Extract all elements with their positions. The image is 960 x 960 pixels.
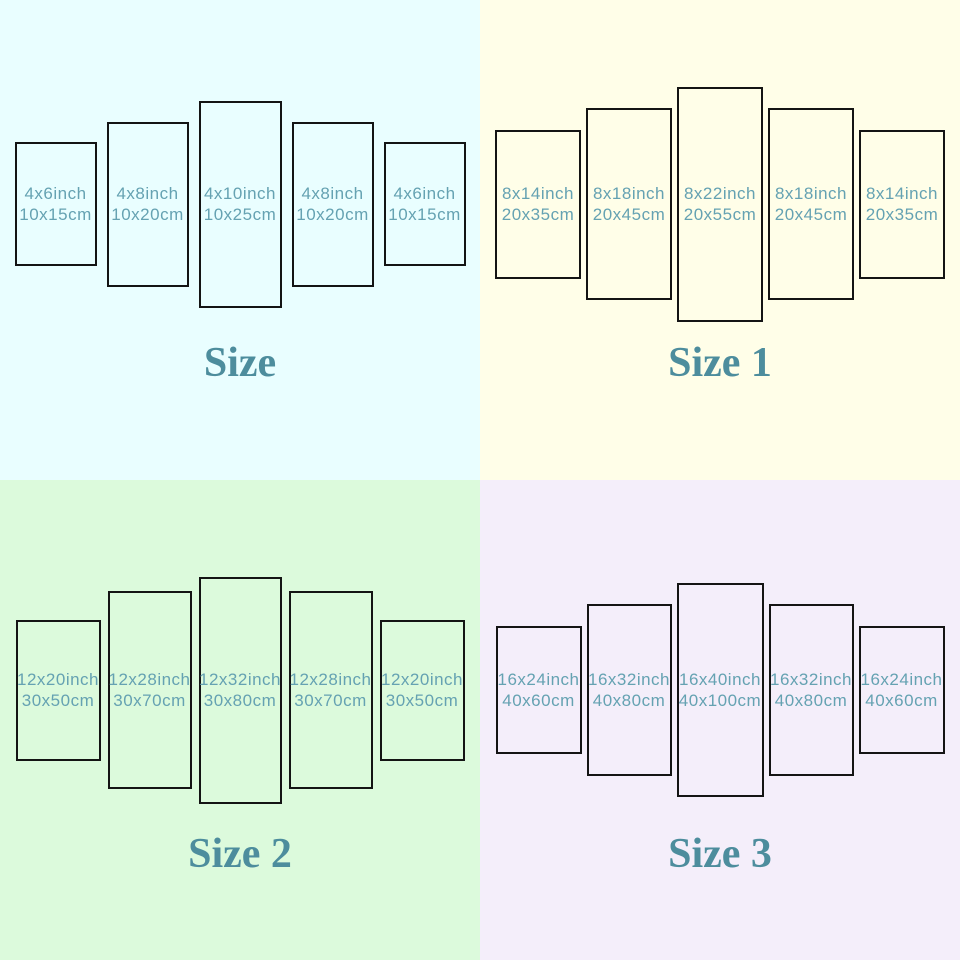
canvas-panel: 16x32inch 40x80cm [586, 604, 672, 776]
canvas-panel: 8x18inch 20x45cm [768, 108, 854, 300]
panel-size-inch: 8x18inch [774, 184, 848, 203]
canvas-panel: 16x24inch 40x60cm [495, 626, 582, 754]
panel-size-cm: 30x50cm [385, 691, 459, 710]
panel-size-inch: 8x14inch [865, 184, 939, 203]
section-title: Size 3 [668, 831, 772, 877]
canvas-panel: 4x6inch 10x15cm [383, 142, 466, 266]
canvas-panel: 4x8inch 10x20cm [291, 121, 374, 287]
panel-size-inch: 12x32inch [199, 670, 282, 689]
canvas-panel: 4x8inch 10x20cm [106, 121, 189, 287]
panel-label: 16x32inch 40x80cm [770, 669, 852, 711]
panel-size-inch: 4x8inch [301, 184, 364, 203]
canvas-panel: 8x14inch 20x35cm [495, 129, 581, 279]
panel-label: 16x24inch 40x60cm [861, 669, 943, 711]
panel-size-cm: 30x70cm [113, 691, 186, 710]
panel-size-cm: 10x20cm [296, 205, 369, 224]
panel-size-cm: 10x20cm [111, 205, 184, 224]
panel-size-inch: 12x28inch [108, 670, 191, 689]
panel-row: 4x6inch 10x15cm 4x8inch 10x20cm 4x10inch… [0, 0, 480, 408]
panel-size-inch: 16x32inch [770, 670, 853, 689]
canvas-panel: 12x20inch 30x50cm [15, 619, 101, 761]
panel-size-cm: 40x80cm [774, 691, 848, 710]
panel-size-cm: 40x100cm [678, 691, 762, 710]
canvas-panel: 12x28inch 30x70cm [107, 591, 192, 789]
panel-size-cm: 20x35cm [501, 205, 575, 224]
canvas-panel: 8x18inch 20x45cm [586, 108, 672, 300]
panel-label: 4x8inch 10x20cm [296, 183, 368, 225]
panel-label: 8x18inch 20x45cm [593, 183, 665, 225]
panel-label: 8x18inch 20x45cm [775, 183, 847, 225]
panel-row: 16x24inch 40x60cm 16x32inch 40x80cm 16x4… [480, 480, 960, 900]
panel-size-cm: 40x60cm [502, 691, 575, 710]
canvas-panel: 8x22inch 20x55cm [677, 86, 763, 322]
panel-size-inch: 4x8inch [116, 184, 179, 203]
panel-label: 4x6inch 10x15cm [19, 183, 91, 225]
panel-size-inch: 4x6inch [24, 184, 87, 203]
canvas-panel: 12x32inch 30x80cm [198, 576, 282, 804]
panel-size-cm: 20x55cm [683, 205, 757, 224]
panel-size-cm: 20x45cm [592, 205, 666, 224]
size2-section: 12x20inch 30x50cm 12x28inch 30x70cm 12x3… [0, 480, 480, 960]
panel-size-inch: 4x10inch [203, 184, 277, 203]
panel-size-cm: 20x35cm [865, 205, 939, 224]
panel-label: 12x20inch 30x50cm [381, 669, 463, 711]
panel-size-cm: 40x80cm [592, 691, 666, 710]
panel-label: 12x32inch 30x80cm [199, 669, 281, 711]
panel-label: 12x28inch 30x70cm [109, 669, 191, 711]
panel-size-inch: 4x6inch [393, 184, 456, 203]
panel-label: 8x14inch 20x35cm [502, 183, 574, 225]
panel-size-cm: 30x70cm [294, 691, 367, 710]
panel-size-cm: 30x50cm [21, 691, 95, 710]
panel-size-inch: 16x24inch [860, 670, 943, 689]
panel-row: 12x20inch 30x50cm 12x28inch 30x70cm 12x3… [0, 480, 480, 900]
section-title: Size 2 [188, 831, 292, 877]
panel-size-cm: 20x45cm [774, 205, 848, 224]
panel-label: 16x32inch 40x80cm [588, 669, 670, 711]
canvas-panel: 12x28inch 30x70cm [288, 591, 373, 789]
panel-label: 12x28inch 30x70cm [290, 669, 372, 711]
panel-label: 4x8inch 10x20cm [111, 183, 183, 225]
panel-size-cm: 10x15cm [19, 205, 92, 224]
canvas-panel: 16x40inch 40x100cm [676, 583, 764, 797]
panel-size-inch: 12x20inch [17, 670, 100, 689]
canvas-panel: 16x32inch 40x80cm [768, 604, 854, 776]
panel-size-cm: 40x60cm [865, 691, 938, 710]
panel-label: 16x40inch 40x100cm [679, 669, 761, 711]
panel-size-inch: 12x28inch [289, 670, 372, 689]
panel-row: 8x14inch 20x35cm 8x18inch 20x45cm 8x22in… [480, 0, 960, 408]
panel-label: 4x10inch 10x25cm [204, 183, 276, 225]
panel-label: 4x6inch 10x15cm [388, 183, 460, 225]
panel-size-inch: 8x14inch [501, 184, 575, 203]
canvas-panel: 4x10inch 10x25cm [198, 100, 282, 308]
panel-label: 8x22inch 20x55cm [684, 183, 756, 225]
canvas-panel: 4x6inch 10x15cm [14, 142, 97, 266]
panel-label: 16x24inch 40x60cm [498, 669, 580, 711]
size3-section: 16x24inch 40x60cm 16x32inch 40x80cm 16x4… [480, 480, 960, 960]
panel-size-cm: 10x15cm [388, 205, 461, 224]
panel-label: 12x20inch 30x50cm [17, 669, 99, 711]
size1-section: 8x14inch 20x35cm 8x18inch 20x45cm 8x22in… [480, 0, 960, 480]
panel-size-cm: 10x25cm [203, 205, 277, 224]
canvas-panel: 8x14inch 20x35cm [859, 129, 945, 279]
panel-size-inch: 16x40inch [678, 670, 761, 689]
panel-size-inch: 16x24inch [497, 670, 580, 689]
panel-size-inch: 16x32inch [588, 670, 671, 689]
canvas-panel: 16x24inch 40x60cm [858, 626, 945, 754]
size-section: 4x6inch 10x15cm 4x8inch 10x20cm 4x10inch… [0, 0, 480, 480]
section-title: Size [203, 340, 277, 386]
panel-size-cm: 30x80cm [203, 691, 277, 710]
panel-size-inch: 8x18inch [592, 184, 666, 203]
panel-size-inch: 12x20inch [381, 670, 464, 689]
section-title: Size 1 [668, 340, 772, 386]
panel-size-inch: 8x22inch [683, 184, 757, 203]
panel-label: 8x14inch 20x35cm [866, 183, 938, 225]
canvas-panel: 12x20inch 30x50cm [379, 619, 465, 761]
